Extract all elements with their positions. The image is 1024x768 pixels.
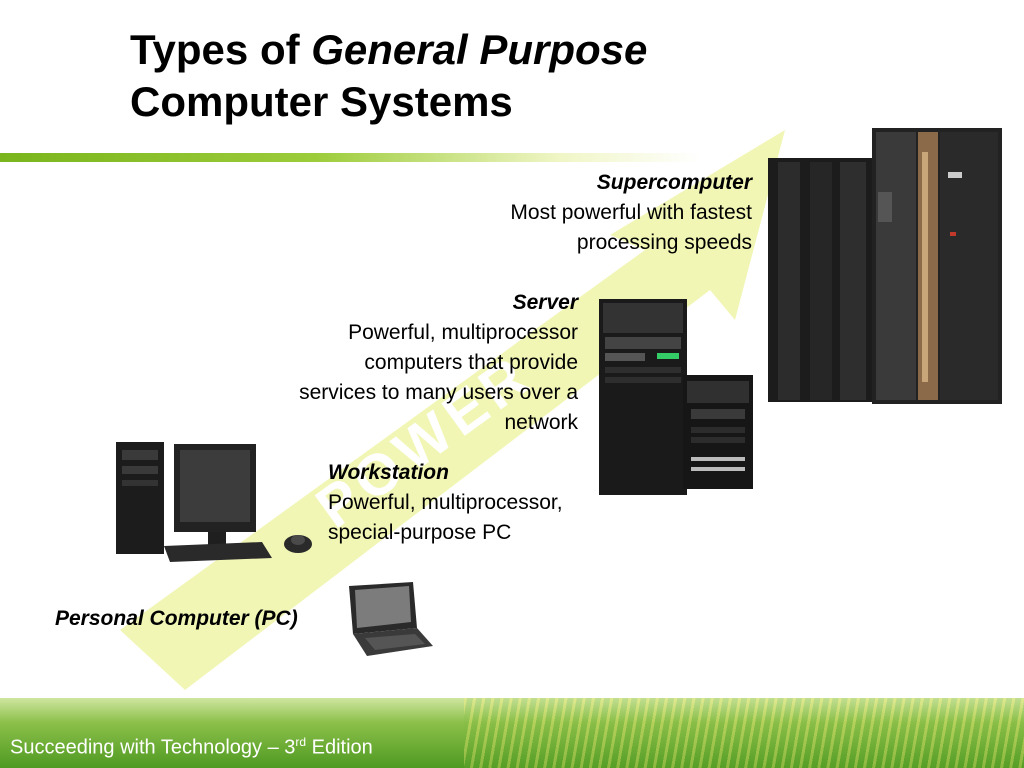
workstation-label: Workstation Powerful, multiprocessor, sp… [328, 458, 628, 548]
footer-text: Succeeding with Technology – 3rd Edition [10, 735, 373, 760]
footer-superscript: rd [295, 735, 307, 749]
pc-label: Personal Computer (PC) [55, 604, 355, 634]
supercomputer-label: Supercomputer Most powerful with fastest… [400, 168, 752, 258]
title-italic: General Purpose [311, 26, 648, 73]
server-desc-3: services to many users over a [299, 381, 578, 404]
footer-title: Succeeding with Technology – 3 [10, 736, 296, 759]
workstation-desc-1: Powerful, multiprocessor, [328, 491, 563, 514]
workstation-name: Workstation [328, 461, 449, 484]
server-label: Server Powerful, multiprocessor computer… [220, 288, 578, 438]
server-desc-2: computers that provide [364, 351, 578, 374]
server-desc-1: Powerful, multiprocessor [348, 321, 578, 344]
supercomputer-desc-2: processing speeds [576, 231, 752, 254]
title-divider [0, 153, 700, 162]
supercomputer-desc-1: Most powerful with fastest [510, 201, 752, 224]
footer-texture [464, 698, 1024, 768]
footer-bar [0, 698, 1024, 768]
server-desc-4: network [504, 411, 578, 434]
supercomputer-image [768, 128, 1002, 404]
page-title: Types of General Purpose Computer System… [130, 24, 647, 128]
server-image [599, 299, 753, 495]
workstation-image [116, 442, 312, 562]
title-line2: Computer Systems [130, 78, 513, 125]
footer-suffix: Edition [306, 736, 373, 759]
server-name: Server [512, 291, 578, 314]
title-prefix: Types of [130, 26, 312, 73]
laptop-image [349, 582, 433, 656]
supercomputer-name: Supercomputer [596, 171, 752, 194]
workstation-desc-2: special-purpose PC [328, 521, 512, 544]
pc-name: Personal Computer (PC) [55, 607, 298, 630]
